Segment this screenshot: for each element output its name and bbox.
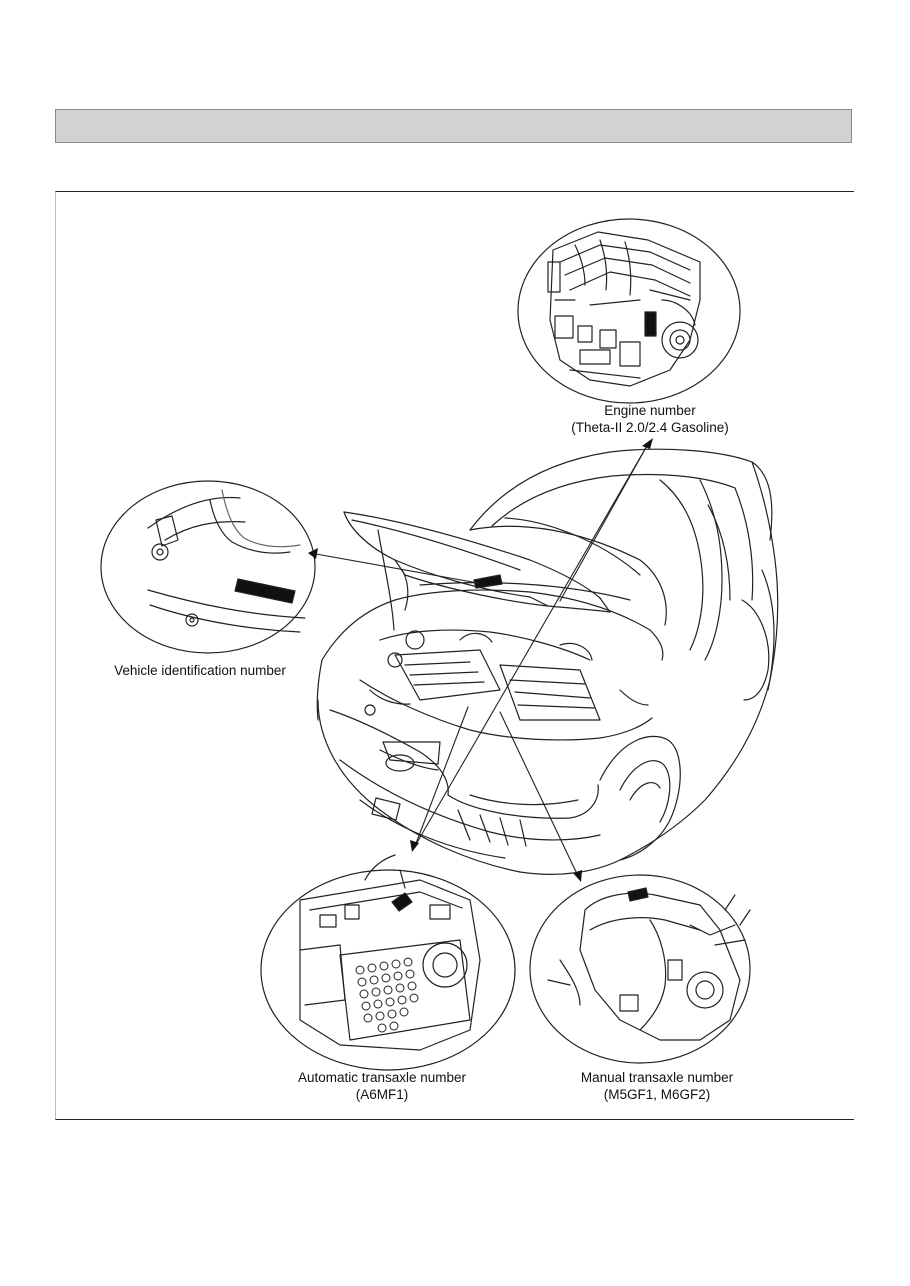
vin-label: Vehicle identification number (98, 662, 302, 679)
vin-title: Vehicle identification number (114, 663, 286, 678)
manual-transaxle-title: Manual transaxle number (580, 1070, 734, 1085)
automatic-transaxle-label: Automatic transaxle number (A6MF1) (272, 1069, 492, 1103)
vin-detail (100, 480, 316, 654)
automatic-transaxle-detail (260, 854, 516, 1071)
manual-transaxle-detail (529, 874, 751, 1064)
manual-transaxle-label: Manual transaxle number (M5GF1, M6GF2) (552, 1069, 762, 1103)
car-illustration (316, 448, 779, 875)
vin-plate-on-car (473, 574, 503, 589)
engine-number-title: Engine number (604, 403, 696, 418)
engine-number-detail (517, 218, 741, 404)
section-header-bar (55, 109, 852, 143)
engine-number-spec: (Theta-II 2.0/2.4 Gasoline) (571, 420, 729, 435)
leader-lines (315, 443, 649, 877)
engine-number-label: Engine number (Theta-II 2.0/2.4 Gasoline… (545, 402, 755, 436)
arrow-heads (308, 438, 653, 882)
automatic-transaxle-title: Automatic transaxle number (297, 1070, 467, 1085)
figure-frame (55, 191, 854, 1120)
automatic-transaxle-code: (A6MF1) (355, 1087, 409, 1102)
manual-transaxle-code: (M5GF1, M6GF2) (603, 1087, 711, 1102)
